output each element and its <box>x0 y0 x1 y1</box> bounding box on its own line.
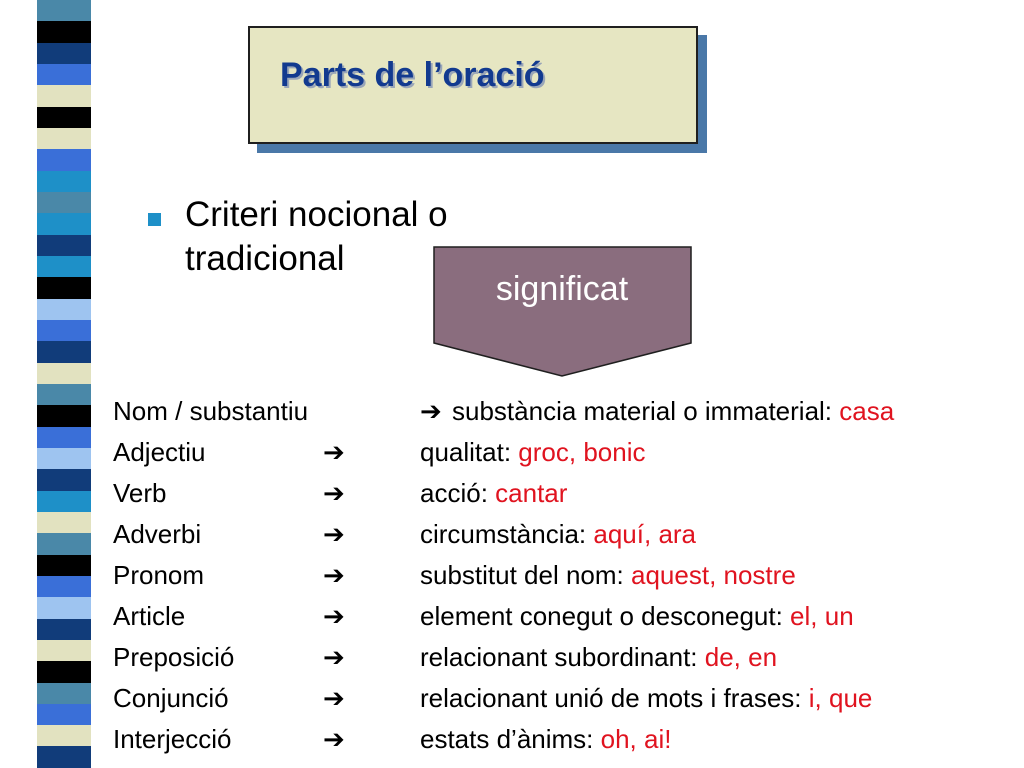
definition: element conegut o desconegut: el, un <box>420 598 854 634</box>
stripe-segment <box>37 490 91 512</box>
stripe-segment <box>37 725 91 747</box>
example-words: cantar <box>495 478 568 508</box>
definition: acció: cantar <box>420 475 567 511</box>
definition: relacionant subordinant: de, en <box>420 639 777 675</box>
stripe-segment <box>37 618 91 640</box>
stripe-segment <box>37 213 91 235</box>
stripe-segment <box>37 405 91 427</box>
stripe-segment <box>37 469 91 491</box>
bullet-item: Criteri nocional o tradicional <box>148 193 565 281</box>
slide-title: Parts de l’oració <box>280 56 545 94</box>
right-arrow-icon: ➔ <box>323 519 345 549</box>
example-words: aquest, nostre <box>631 560 796 590</box>
right-arrow-icon: ➔ <box>323 560 345 590</box>
stripe-segment <box>37 554 91 576</box>
definition: relacionant unió de mots i frases: i, qu… <box>420 680 872 716</box>
definition-text: substitut del nom: <box>420 560 631 590</box>
stripe-segment <box>37 298 91 320</box>
stripe-segment <box>37 703 91 726</box>
definition: qualitat: groc, bonic <box>420 434 645 470</box>
part-of-speech-term: Conjunció <box>113 683 229 713</box>
example-words: aquí, ara <box>593 519 697 549</box>
definition-text: estats d’ànims: <box>420 724 601 754</box>
stripe-segment <box>37 682 91 704</box>
stripe-segment <box>37 533 91 555</box>
definition-text: relacionant unió de mots i frases: <box>420 683 809 713</box>
stripe-segment <box>37 341 91 363</box>
stripe-segment <box>37 383 91 406</box>
part-of-speech-term: Article <box>113 601 186 631</box>
stripe-segment <box>37 191 91 214</box>
definition-text: circumstància: <box>420 519 594 549</box>
stripe-segment <box>37 63 91 86</box>
part-of-speech-term: Preposició <box>113 642 235 672</box>
definition-text: element conegut o desconegut: <box>420 601 791 631</box>
stripe-segment <box>37 362 91 384</box>
part-of-speech-term: Nom / substantiu <box>113 396 309 426</box>
part-of-speech-term: Verb <box>113 478 167 508</box>
example-words: oh, ai! <box>600 724 672 754</box>
definition-text: substància material o immaterial: <box>452 396 840 426</box>
part-of-speech-term: Adjectiu <box>113 437 206 467</box>
right-arrow-icon: ➔ <box>323 642 345 672</box>
stripe-segment <box>37 511 91 534</box>
stripe-segment <box>37 661 91 683</box>
stripe-segment <box>37 639 91 662</box>
title-box: Parts de l’oració <box>248 26 698 144</box>
right-arrow-icon: ➔ <box>323 601 345 631</box>
right-arrow-icon: ➔ <box>323 724 345 754</box>
stripe-segment <box>37 21 91 43</box>
stripe-segment <box>37 170 91 192</box>
stripe-segment <box>37 149 91 171</box>
example-words: casa <box>839 396 895 426</box>
definition-text: acció: <box>420 478 496 508</box>
callout-label: significat <box>495 270 629 308</box>
stripe-segment <box>37 234 91 256</box>
stripe-segment <box>37 106 91 128</box>
right-arrow-icon: ➔ <box>323 437 345 467</box>
decorative-stripe <box>37 0 91 768</box>
stripe-segment <box>37 319 91 342</box>
stripe-segment <box>37 277 91 299</box>
down-arrow-callout-shape <box>433 246 692 377</box>
stripe-segment <box>37 255 91 278</box>
bullet-text: Criteri nocional o tradicional <box>185 195 448 278</box>
right-arrow-icon: ➔ <box>420 396 442 426</box>
definition-text: relacionant subordinant: <box>420 642 705 672</box>
stripe-segment <box>37 746 91 768</box>
example-words: el, un <box>790 601 854 631</box>
part-of-speech-term: Adverbi <box>113 519 202 549</box>
right-arrow-icon: ➔ <box>323 478 345 508</box>
stripe-segment <box>37 575 91 598</box>
stripe-segment <box>37 42 91 64</box>
right-arrow-icon: ➔ <box>323 683 345 713</box>
part-of-speech-term: Interjecció <box>113 724 232 754</box>
stripe-segment <box>37 127 91 150</box>
example-words: groc, bonic <box>518 437 646 467</box>
part-of-speech-term: Pronom <box>113 560 205 590</box>
square-bullet-icon <box>148 213 161 226</box>
definition: substitut del nom: aquest, nostre <box>420 557 796 593</box>
stripe-segment <box>37 85 91 107</box>
definition-text: qualitat: <box>420 437 519 467</box>
stripe-segment <box>37 426 91 448</box>
example-words: i, que <box>808 683 873 713</box>
definition: estats d’ànims: oh, ai! <box>420 721 671 757</box>
definition: circumstància: aquí, ara <box>420 516 696 552</box>
example-words: de, en <box>704 642 778 672</box>
stripe-segment <box>37 597 91 619</box>
definition: substància material o immaterial: casa <box>452 393 894 429</box>
stripe-segment <box>37 0 91 22</box>
stripe-segment <box>37 447 91 470</box>
